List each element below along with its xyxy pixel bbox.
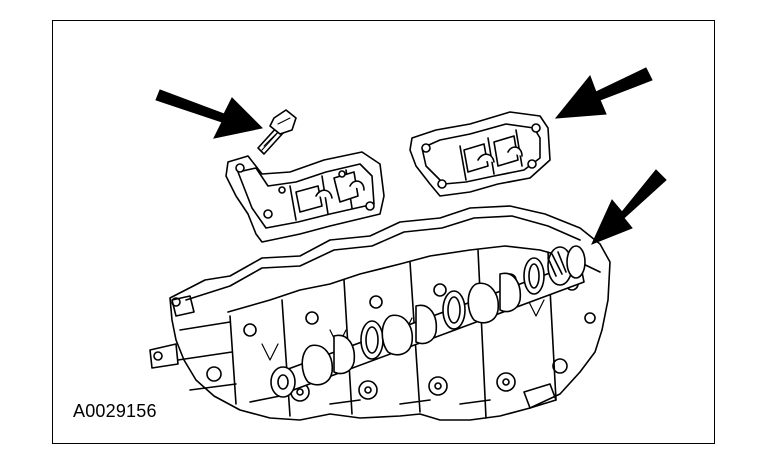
diagram-frame <box>52 20 715 444</box>
callout-arrow-bolt-icon <box>155 89 264 139</box>
right-camshaft-cap-bridge <box>409 111 551 197</box>
camshaft <box>270 245 586 398</box>
figure-id-label: A0029156 <box>73 401 157 421</box>
cylinder-head <box>149 205 611 421</box>
bolt <box>257 109 297 155</box>
callout-arrow-camshaft-icon <box>591 169 667 245</box>
left-camshaft-cap-bridge <box>225 151 385 243</box>
callout-arrow-right-bridge-icon <box>554 67 653 119</box>
